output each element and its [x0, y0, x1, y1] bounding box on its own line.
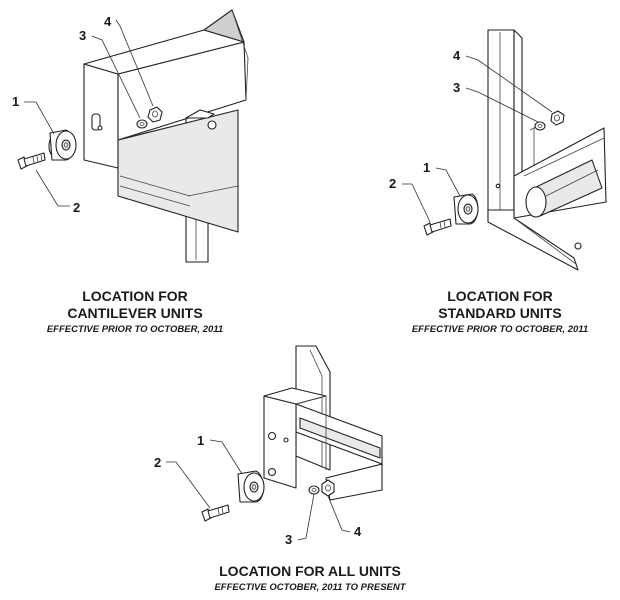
callout-1: 1 [12, 94, 19, 109]
leader-2 [166, 461, 211, 509]
roller-wheel-icon [453, 193, 479, 225]
roller-wheel-icon [237, 470, 265, 503]
view-cantilever: 1 2 3 4 [12, 9, 249, 263]
callout-2: 2 [73, 200, 80, 215]
leader-4 [327, 495, 351, 533]
leader-1 [435, 167, 461, 197]
leader-2 [402, 183, 431, 223]
leader-1 [209, 439, 243, 475]
caption-line: LOCATION FOR [447, 288, 553, 304]
callout-2: 2 [389, 176, 396, 191]
housing-front [83, 63, 119, 169]
lower-frame [117, 109, 239, 233]
caption-line: STANDARD UNITS [438, 304, 562, 321]
callout-3: 3 [79, 28, 86, 43]
vertical-post [487, 29, 515, 219]
washer-icon [136, 119, 148, 129]
leader-2 [35, 169, 70, 207]
callout-1: 1 [197, 433, 204, 448]
nut-icon [550, 110, 565, 126]
nut-icon [321, 479, 335, 497]
leader-3 [297, 493, 315, 541]
caption-standard: LOCATION FOR STANDARD UNITS EFFECTIVE PR… [375, 288, 620, 335]
leader-4 [115, 19, 154, 107]
bolt-icon [17, 152, 46, 170]
leader-4 [465, 55, 553, 113]
nut-icon [147, 106, 163, 123]
leader-3 [91, 35, 141, 119]
bolt-icon [201, 504, 230, 522]
bolt-icon [423, 218, 452, 236]
view-all-units: 1 2 3 4 [154, 345, 383, 547]
callout-3: 3 [453, 80, 460, 95]
roller-wheel-icon [48, 129, 77, 161]
rear-panel [203, 9, 245, 43]
callout-1: 1 [423, 160, 430, 175]
effective-date: EFFECTIVE PRIOR TO OCTOBER, 2011 [46, 323, 224, 335]
washer-icon [534, 121, 546, 131]
washer-icon [308, 485, 320, 495]
callout-4: 4 [354, 524, 362, 539]
callout-3: 3 [285, 532, 292, 547]
leader-3 [465, 87, 539, 123]
leader-1 [24, 101, 55, 135]
caption-all-units: LOCATION FOR ALL UNITS EFFECTIVE OCTOBER… [160, 563, 460, 593]
effective-date: EFFECTIVE PRIOR TO OCTOBER, 2011 [411, 323, 589, 335]
caption-cantilever: LOCATION FOR CANTILEVER UNITS EFFECTIVE … [10, 288, 260, 335]
callout-2: 2 [154, 455, 161, 470]
bottom-rail [487, 209, 579, 271]
callout-4: 4 [453, 48, 461, 63]
caption-line: LOCATION FOR [82, 288, 188, 304]
view-standard: 4 3 1 2 [389, 29, 607, 271]
caption-line: CANTILEVER UNITS [67, 304, 203, 321]
callout-4: 4 [104, 14, 112, 29]
caption-line: LOCATION FOR ALL UNITS [219, 563, 401, 579]
effective-date: EFFECTIVE OCTOBER, 2011 TO PRESENT [214, 581, 406, 593]
roller-tube [525, 159, 603, 218]
